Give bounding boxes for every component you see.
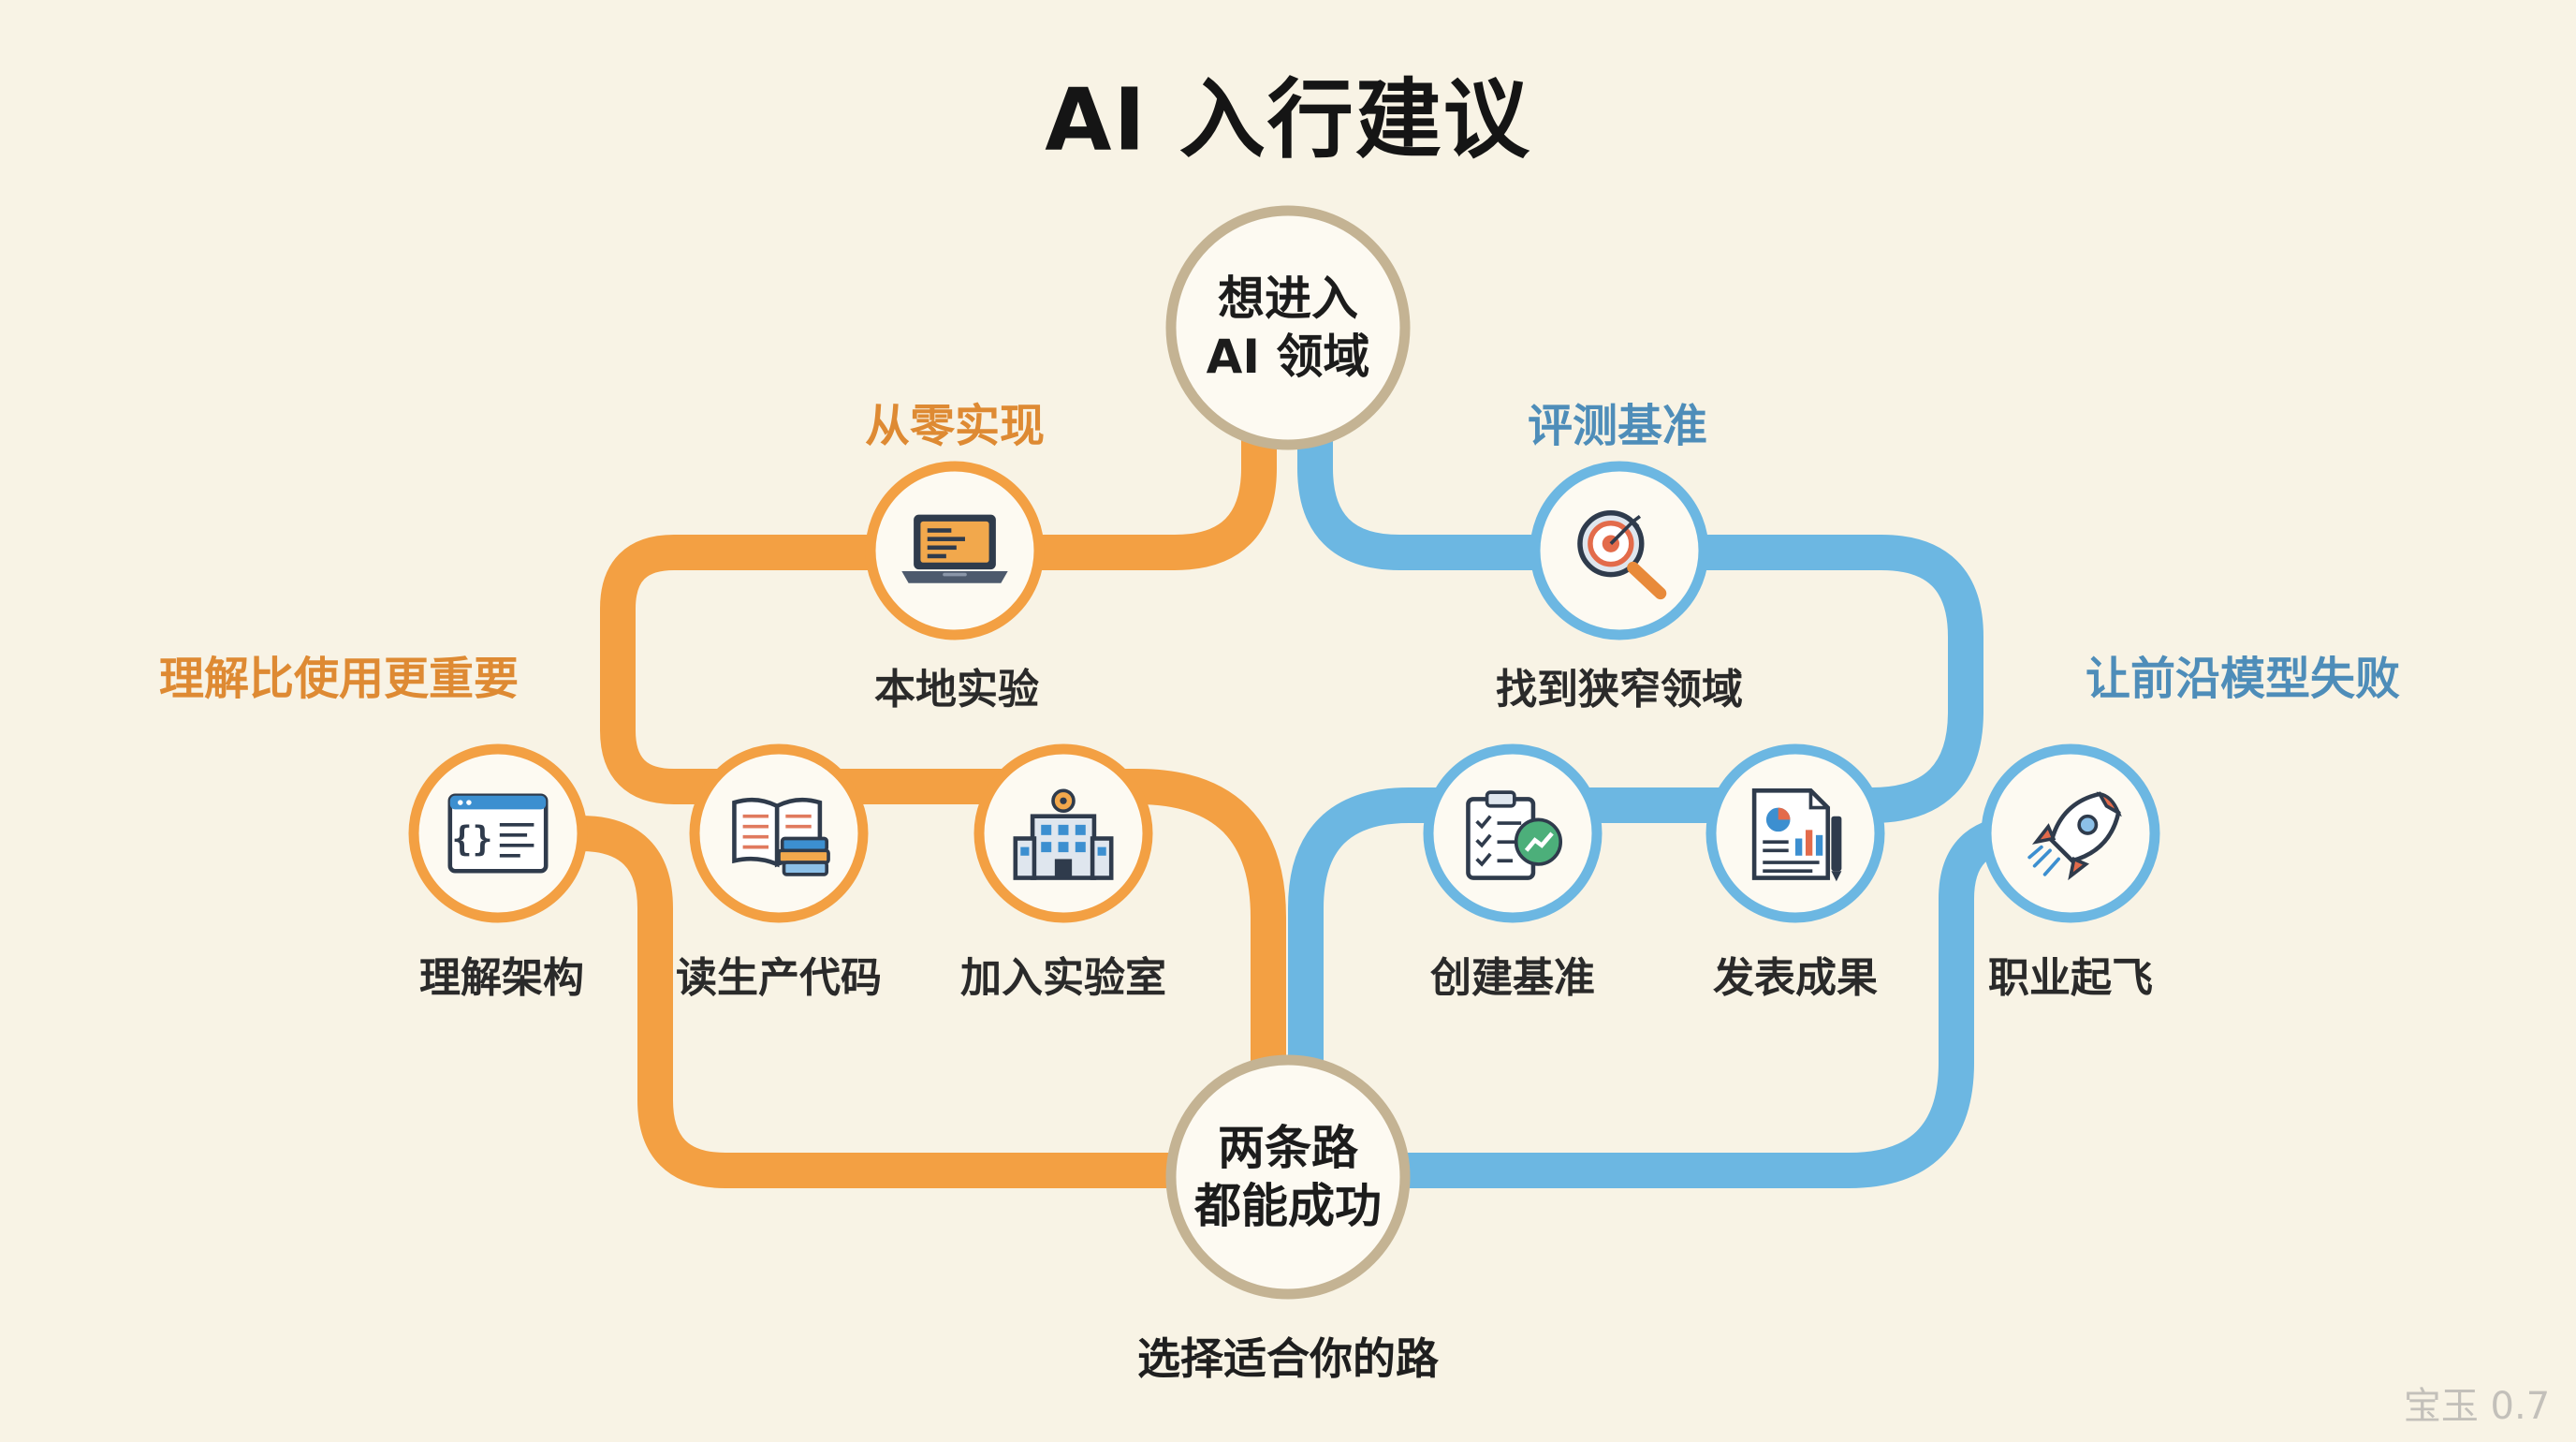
node-publish-results <box>1705 743 1885 923</box>
step-label-read-production-code: 读生产代码 <box>676 954 882 1002</box>
step-label-local-experiment: 本地实验 <box>874 666 1039 714</box>
watermark: 宝玉 0.7 <box>2403 1385 2551 1428</box>
hub-bottom-line1: 两条路 <box>1218 1121 1358 1175</box>
hub-top-line1: 想进入 <box>1218 272 1358 326</box>
left-side-label: 理解比使用更重要 <box>158 653 520 705</box>
hub-top-line2: AI 领域 <box>1206 330 1370 384</box>
node-read-production-code <box>689 743 869 923</box>
right-branch-label: 评测基准 <box>1527 400 1708 452</box>
hub-bottom-circle <box>1165 1054 1411 1300</box>
step-label-create-benchmark: 创建基准 <box>1430 954 1595 1002</box>
left-path-upper-track <box>600 413 1286 1160</box>
footer-caption: 选择适合你的路 <box>1137 1333 1439 1384</box>
hub-top-label: 想进入 AI 领域 <box>1207 270 1370 386</box>
right-side-label: 让前沿模型失败 <box>2085 653 2401 705</box>
hub-bottom-line2: 都能成功 <box>1194 1179 1382 1233</box>
node-local-experiment <box>865 461 1045 640</box>
step-label-understand-architecture: 理解架构 <box>419 954 584 1002</box>
node-find-narrow-domain <box>1530 461 1709 640</box>
left-branch-label: 从零实现 <box>864 400 1046 452</box>
page-title: AI 入行建议 <box>1045 69 1531 170</box>
node-create-benchmark <box>1423 743 1603 923</box>
hub-top-circle <box>1165 205 1411 450</box>
hub-bottom-label: 两条路 都能成功 <box>1194 1119 1382 1235</box>
node-understand-architecture <box>408 743 588 923</box>
left-path-lower-track <box>563 816 1188 1188</box>
right-path-upper-track <box>1288 413 1983 1160</box>
step-label-publish-results: 发表成果 <box>1713 954 1878 1002</box>
laptop-icon <box>901 514 1008 583</box>
node-join-lab <box>973 743 1153 923</box>
code-window-icon <box>450 796 546 871</box>
node-career-takeoff <box>1981 743 2160 923</box>
step-label-find-narrow-domain: 找到狭窄领域 <box>1496 666 1743 714</box>
step-label-join-lab: 加入实验室 <box>960 954 1166 1002</box>
step-label-career-takeoff: 职业起飞 <box>1988 954 2153 1002</box>
